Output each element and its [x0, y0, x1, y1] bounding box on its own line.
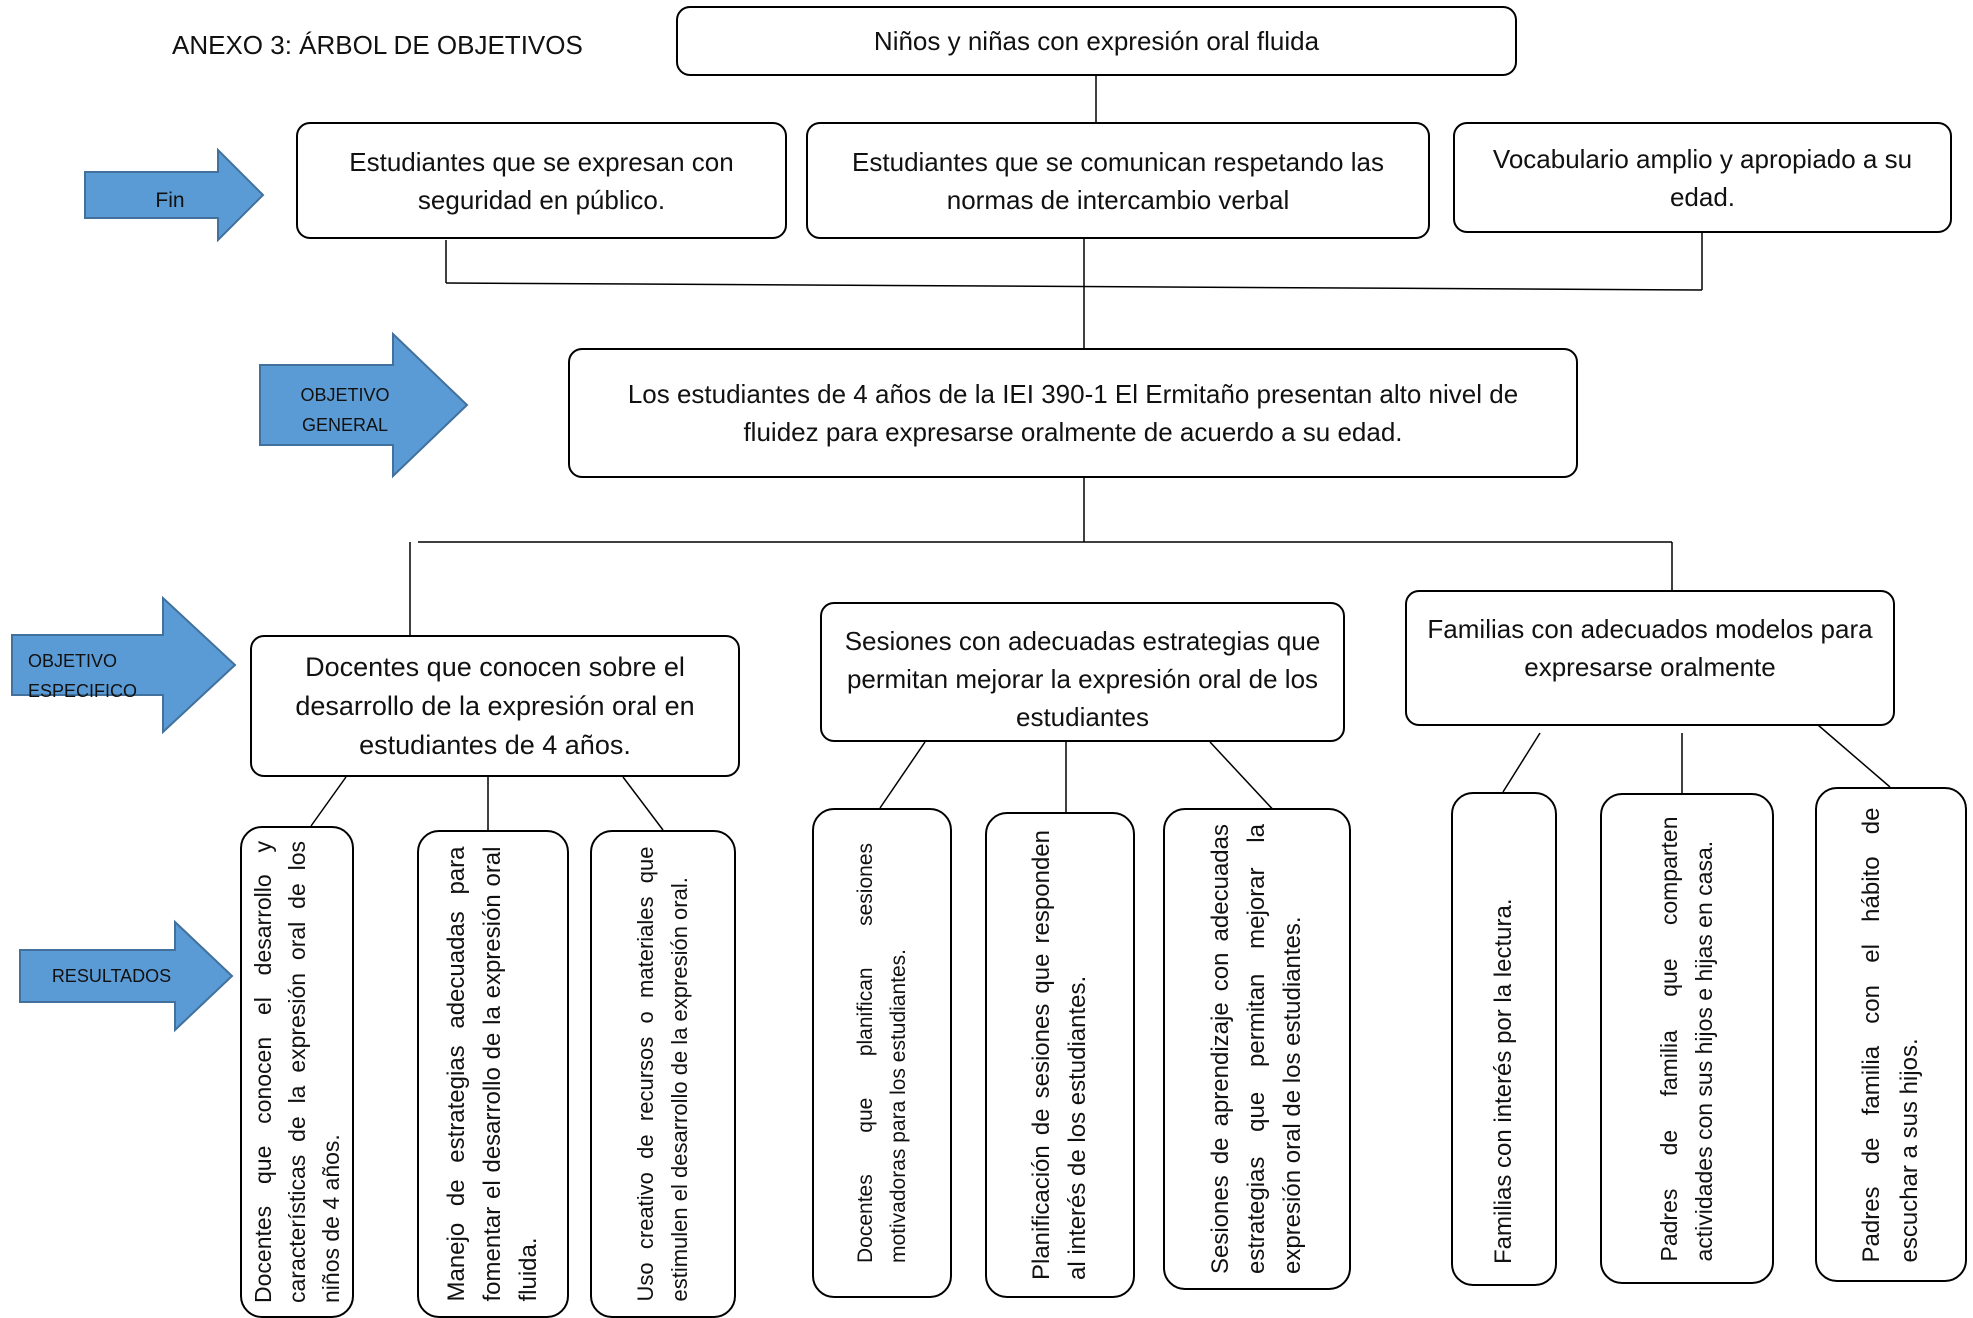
connector: [879, 741, 926, 809]
fin-box-text: Estudiantes que se comunican respetando …: [852, 146, 1384, 215]
result-box: Padres de familia con el hábito de escuc…: [1815, 787, 1967, 1282]
general-objective-box: Los estudiantes de 4 años de la IEI 390-…: [568, 348, 1578, 478]
arrow-fin: [84, 147, 265, 243]
fin-box: Estudiantes que se comunican respetando …: [806, 122, 1430, 239]
arrow-resultados-label: RESULTADOS: [51, 966, 172, 986]
connector: [1817, 724, 1891, 788]
result-box: Planificación de sesiones que responden …: [985, 812, 1135, 1298]
fin-box-text: Vocabulario amplio y apropiado a su edad…: [1492, 143, 1913, 212]
result-box: Docentes que planifican sesiones motivad…: [812, 808, 952, 1298]
fin-box: Vocabulario amplio y apropiado a su edad…: [1453, 122, 1952, 233]
top-goal-text: Niños y niñas con expresión oral fluida: [873, 26, 1320, 56]
specific-objective-text: Docentes que conocen sobre el desarrollo…: [295, 651, 695, 760]
result-text: Docentes que planifican sesiones motivad…: [854, 843, 910, 1263]
result-text: Sesiones de aprendizaje con adecuadas es…: [1207, 824, 1306, 1274]
arrow-general: [259, 331, 469, 479]
result-box: Uso creativo de recursos o materiales qu…: [590, 830, 736, 1318]
result-box: Familias con interés por la lectura.: [1451, 792, 1557, 1286]
connector: [1502, 732, 1541, 793]
top-goal-box: Niños y niñas con expresión oral fluida: [676, 6, 1517, 76]
result-text: Uso creativo de recursos o materiales qu…: [633, 846, 692, 1302]
result-text: Docentes que conocen el desarrollo y car…: [250, 841, 344, 1303]
specific-objective-box: Sesiones con adecuadas estrategias que p…: [820, 602, 1345, 742]
connector: [445, 282, 1703, 291]
result-text: Familias con interés por la lectura.: [1490, 898, 1517, 1264]
result-box: Sesiones de aprendizaje con adecuadas es…: [1163, 808, 1351, 1290]
specific-objective-text: Sesiones con adecuadas estrategias que p…: [844, 626, 1321, 732]
specific-objective-text: Familias con adecuados modelos para expr…: [1427, 614, 1873, 682]
arrow-especifico-label: OBJETIVO ESPECIFICO: [28, 651, 138, 701]
specific-objective-box: Docentes que conocen sobre el desarrollo…: [250, 635, 740, 777]
result-box: Padres de familia que comparten activida…: [1600, 793, 1774, 1284]
arrow-resultados: [19, 919, 234, 1033]
result-text: Padres de familia que comparten activida…: [1656, 816, 1717, 1261]
result-text: Padres de familia con el hábito de escuc…: [1858, 807, 1923, 1262]
result-text: Manejo de estrategias adecuadas para fom…: [443, 846, 542, 1302]
general-objective-text: Los estudiantes de 4 años de la IEI 390-…: [627, 379, 1519, 447]
connector: [622, 776, 664, 831]
fin-box: Estudiantes que se expresan con segurida…: [296, 122, 787, 239]
specific-objective-box: Familias con adecuados modelos para expr…: [1405, 590, 1895, 726]
page-title: ANEXO 3: ÁRBOL DE OBJETIVOS: [172, 30, 583, 60]
fin-box-text: Estudiantes que se expresan con segurida…: [349, 146, 734, 215]
arrow-general-label: OBJETIVO GENERAL: [300, 385, 390, 435]
connector: [310, 776, 347, 827]
arrow-fin-label: Fin: [155, 189, 185, 212]
result-box: Manejo de estrategias adecuadas para fom…: [417, 830, 569, 1318]
result-text: Planificación de sesiones que responden …: [1028, 830, 1091, 1280]
result-box: Docentes que conocen el desarrollo y car…: [240, 826, 354, 1318]
connector: [1209, 741, 1279, 816]
arrow-especifico: [11, 595, 237, 735]
